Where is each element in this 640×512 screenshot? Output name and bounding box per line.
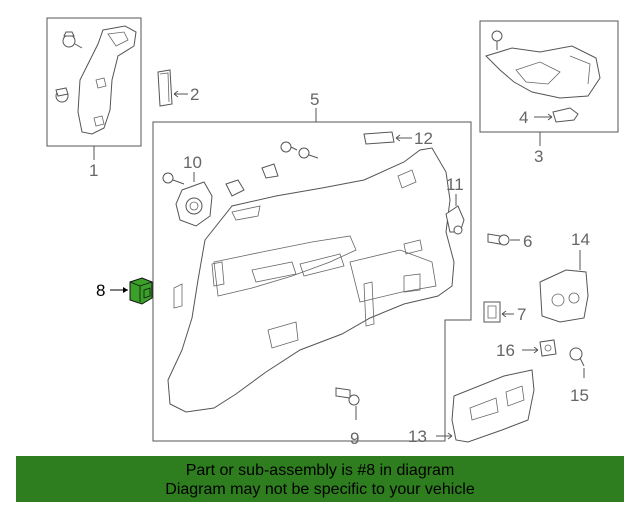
part-15-group (569, 347, 585, 378)
part-7-group (483, 301, 514, 323)
part-8-highlighted-clip[interactable] (129, 277, 153, 305)
part-3-group (479, 20, 619, 146)
part-5-group (152, 108, 472, 442)
part-13-panel (451, 369, 535, 443)
part-10-group (175, 172, 213, 227)
part-1-clip-bottom (55, 87, 69, 103)
part-5-bolt-left (162, 172, 185, 185)
callout-2: 2 (190, 85, 199, 104)
part-7-clip (483, 301, 501, 323)
part-5-quarter-trim-panel (167, 147, 455, 413)
info-banner: Part or sub-assembly is #8 in diagram Di… (16, 456, 624, 502)
parts-diagram: 1 2 3 4 (46, 17, 619, 448)
part-9-bolt (335, 387, 351, 399)
part-5-clip-b (261, 163, 279, 179)
callout-4: 4 (519, 108, 528, 127)
part-5-clip-c (280, 141, 298, 153)
part-15-clip (569, 347, 583, 361)
part-2-pad (157, 69, 173, 107)
part-5-clip-a (225, 179, 245, 197)
part-2-group (157, 69, 188, 107)
callout-15: 15 (570, 386, 589, 405)
part-11-bracket (445, 205, 465, 233)
part-8-group[interactable] (110, 277, 153, 305)
callout-13: 13 (408, 427, 427, 446)
callout-5: 5 (310, 90, 319, 109)
callout-8: 8 (96, 281, 105, 300)
callout-12: 12 (414, 129, 433, 148)
banner-line-2: Diagram may not be specific to your vehi… (165, 481, 475, 498)
callout-3: 3 (534, 147, 543, 166)
part-6-group (487, 233, 520, 246)
part-16-nut (539, 339, 557, 357)
callout-16: 16 (496, 341, 515, 360)
part-1-clip-top (62, 31, 83, 49)
part-16-group (522, 339, 557, 357)
part-12-group (363, 131, 412, 145)
part-13-group (436, 369, 535, 443)
part-14-cover (539, 269, 589, 323)
part-4-clip (552, 107, 579, 123)
part-5-screw (298, 147, 319, 159)
callout-10: 10 (183, 153, 202, 172)
part-3-bolt (491, 30, 503, 50)
part-1-pillar-trim (77, 25, 137, 135)
part-6-screw (487, 233, 501, 245)
part-14-group (539, 250, 589, 323)
callout-7: 7 (517, 305, 526, 324)
part-9-group (335, 387, 360, 420)
callout-9: 9 (350, 429, 359, 448)
part-3-frame (479, 20, 619, 133)
callout-14: 14 (571, 230, 590, 249)
banner-line-1: Part or sub-assembly is #8 in diagram (185, 462, 455, 479)
part-1-group (46, 17, 142, 160)
callout-1: 1 (89, 161, 98, 180)
part-5-frame (152, 121, 472, 442)
callout-11: 11 (446, 175, 464, 194)
part-11-group (445, 194, 465, 235)
part-12-pad (363, 131, 395, 145)
callout-6: 6 (523, 232, 532, 251)
part-3-upper-trim (485, 45, 601, 99)
